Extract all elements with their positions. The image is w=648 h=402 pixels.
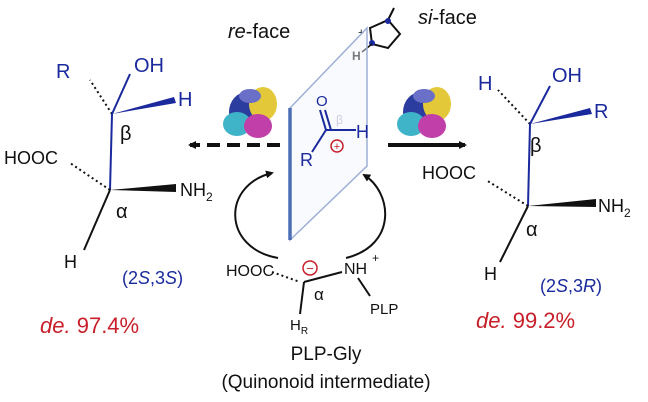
- enzyme-right-icon: [397, 87, 451, 138]
- right-h-bottom: H: [484, 264, 497, 284]
- aldehyde-beta: β: [336, 113, 343, 127]
- caption-plp-gly: PLP-Gly: [291, 344, 362, 365]
- right-hooc: HOOC: [422, 163, 476, 183]
- carbanion-charge: [302, 260, 318, 276]
- left-nh2: NH2: [180, 180, 213, 204]
- left-product-structure: R OH H β HOOC NH2 α H: [4, 55, 213, 272]
- imidazole-h: H: [352, 49, 361, 63]
- right-nh2: NH2: [598, 196, 631, 220]
- intermediate-nh: NH: [344, 261, 367, 278]
- enzyme-left-icon: [223, 87, 277, 138]
- right-oh: OH: [552, 65, 582, 87]
- right-alpha: α: [526, 219, 538, 241]
- aldehyde-h: H: [356, 122, 369, 142]
- carbocation-plus: +: [334, 141, 340, 153]
- right-de-value: de. 99.2%: [476, 308, 575, 333]
- carbocation-charge: [330, 139, 344, 153]
- curved-arrow-si: [345, 173, 386, 259]
- left-configuration: (2S,3S): [122, 268, 183, 288]
- left-h-top: H: [178, 89, 192, 111]
- right-r: R: [594, 101, 608, 123]
- aldehyde-r: R: [300, 150, 313, 170]
- left-h-bottom: H: [64, 252, 77, 272]
- intermediate-hr: HR: [290, 317, 308, 337]
- right-beta: β: [530, 135, 542, 157]
- aldehyde-o: O: [316, 93, 328, 110]
- left-beta: β: [120, 123, 132, 145]
- right-h-top: H: [478, 73, 492, 95]
- intermediate-plus: +: [372, 251, 379, 265]
- si-face-label: si-face: [418, 7, 477, 29]
- left-r: R: [56, 61, 70, 83]
- intermediate-hooc: HOOC: [226, 263, 274, 280]
- aldehyde-substrate: O R H β +: [300, 93, 369, 170]
- carbanion-minus: −: [306, 261, 314, 276]
- left-oh: OH: [134, 55, 164, 77]
- intermediate-alpha: α: [314, 285, 324, 304]
- right-product-structure: H OH R β HOOC NH2 α H: [422, 65, 631, 284]
- left-alpha: α: [116, 201, 128, 223]
- right-configuration: (2S,3R): [540, 276, 602, 296]
- quinonoid-intermediate: HOOC − NH + PLP α HR: [226, 251, 398, 337]
- left-de-value: de. 97.4%: [40, 313, 139, 338]
- intermediate-plp: PLP: [370, 301, 398, 318]
- caption-quinonoid: (Quinonoid intermediate): [221, 372, 430, 393]
- curved-arrow-re: [234, 170, 279, 259]
- face-plane: [288, 26, 368, 242]
- re-face-label: re-face: [228, 21, 290, 43]
- left-hooc: HOOC: [4, 148, 58, 168]
